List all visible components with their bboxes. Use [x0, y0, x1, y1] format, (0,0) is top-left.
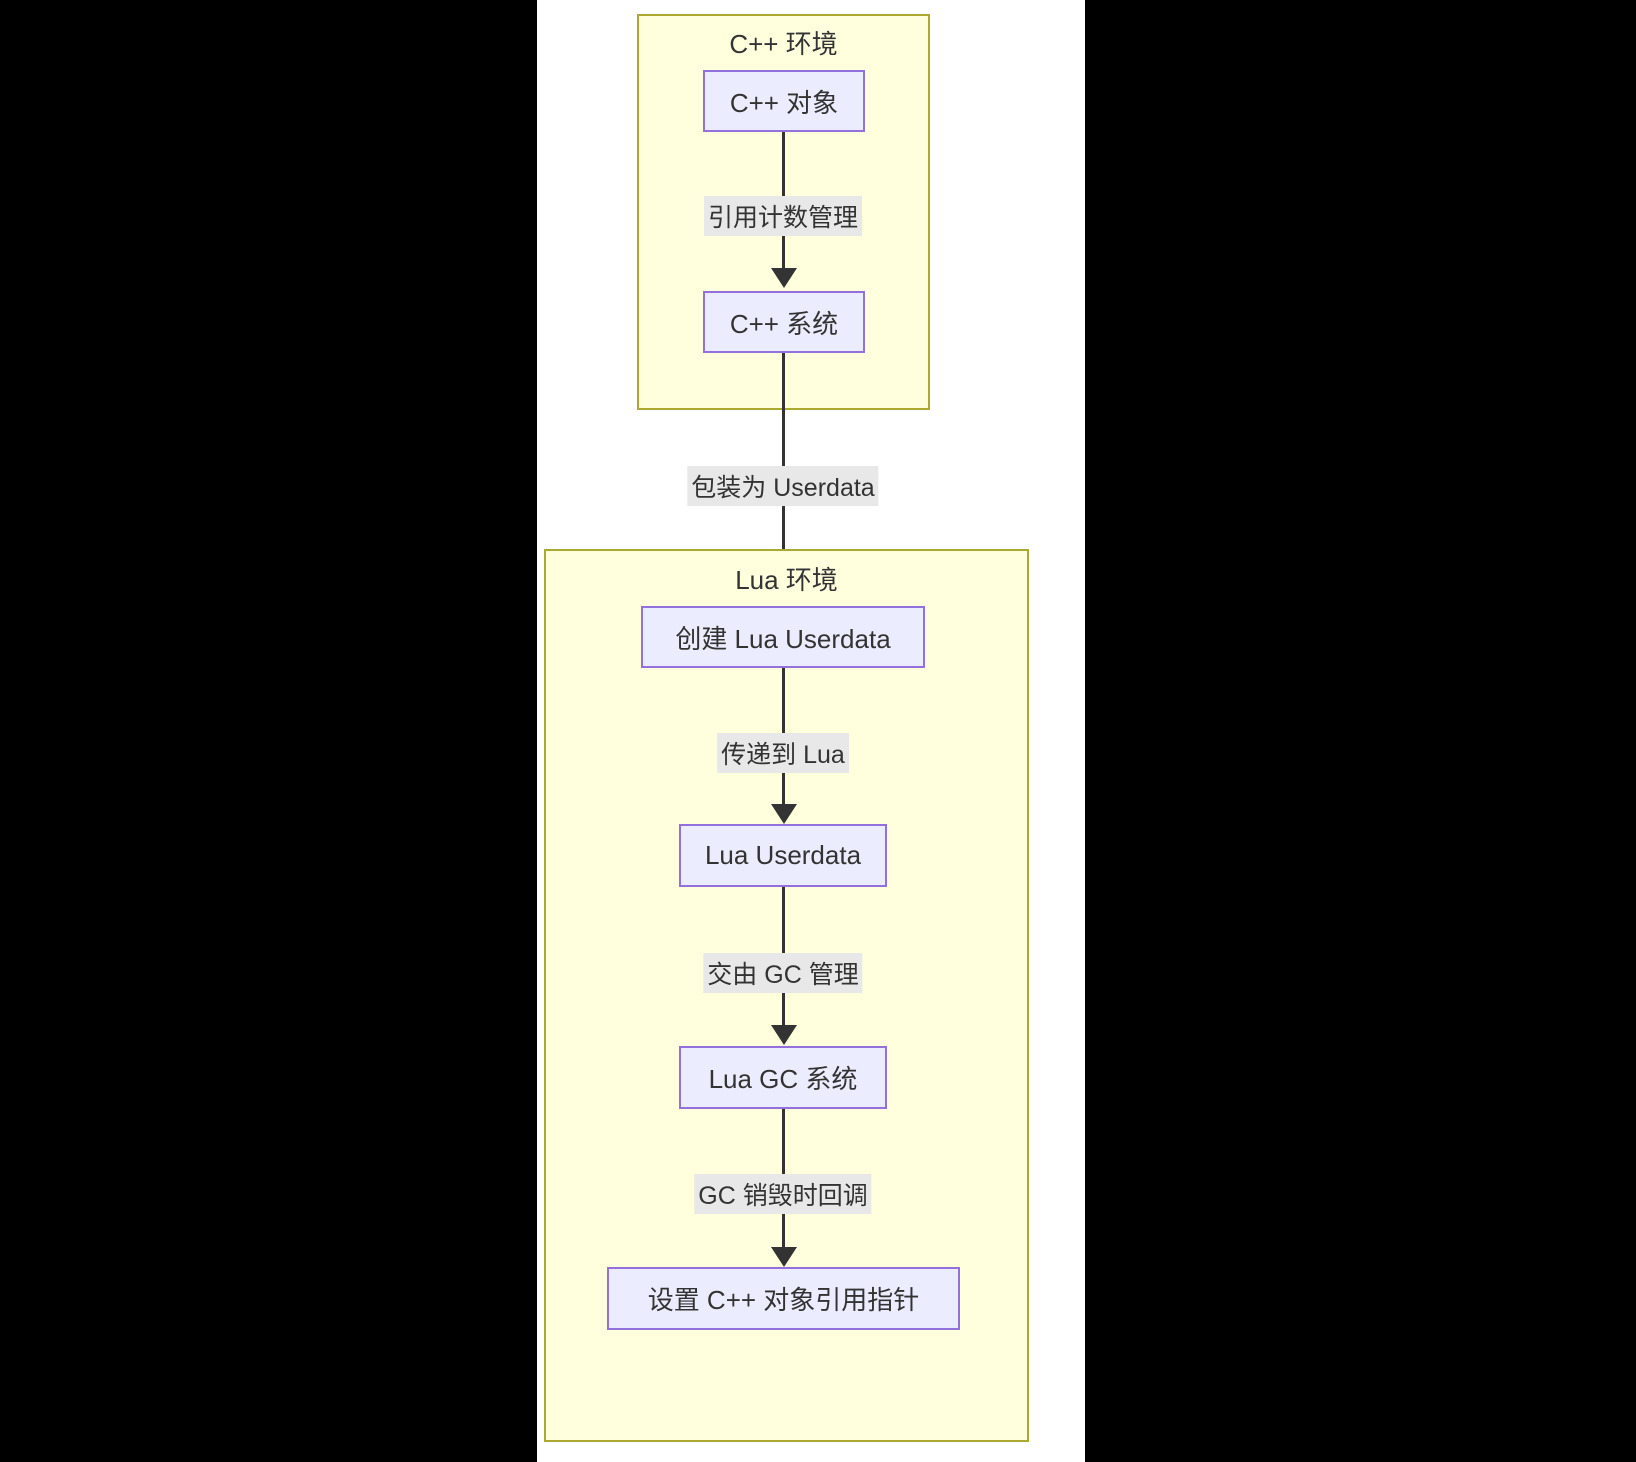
edge-label-wrap-as-userdata: 包装为 Userdata — [687, 466, 879, 506]
edge-label-pass-to-lua: 传递到 Lua — [717, 733, 849, 773]
edge-gc-to-set-ref-pointer-arrow — [771, 1247, 797, 1267]
subgraph-lua-env-title: Lua 环境 — [735, 565, 838, 595]
edge-create-to-lua-userdata-arrow — [771, 804, 797, 824]
node-cpp-object[interactable]: C++ 对象 — [703, 70, 865, 132]
node-lua-gc-system[interactable]: Lua GC 系统 — [679, 1046, 887, 1109]
node-cpp-system[interactable]: C++ 系统 — [703, 291, 865, 353]
subgraph-cpp-env-title: C++ 环境 — [729, 29, 838, 59]
edge-label-reference-counting: 引用计数管理 — [703, 196, 863, 236]
node-create-lua-userdata[interactable]: 创建 Lua Userdata — [641, 606, 925, 668]
node-lua-userdata[interactable]: Lua Userdata — [679, 824, 887, 887]
edge-label-gc-destroy-callback: GC 销毁时回调 — [694, 1174, 872, 1214]
edge-cpp-object-to-cpp-system-arrow — [771, 268, 797, 288]
edge-lua-userdata-to-gc-arrow — [771, 1025, 797, 1045]
node-set-cpp-ref-pointer[interactable]: 设置 C++ 对象引用指针 — [607, 1267, 960, 1330]
edge-label-managed-by-gc: 交由 GC 管理 — [703, 953, 863, 993]
